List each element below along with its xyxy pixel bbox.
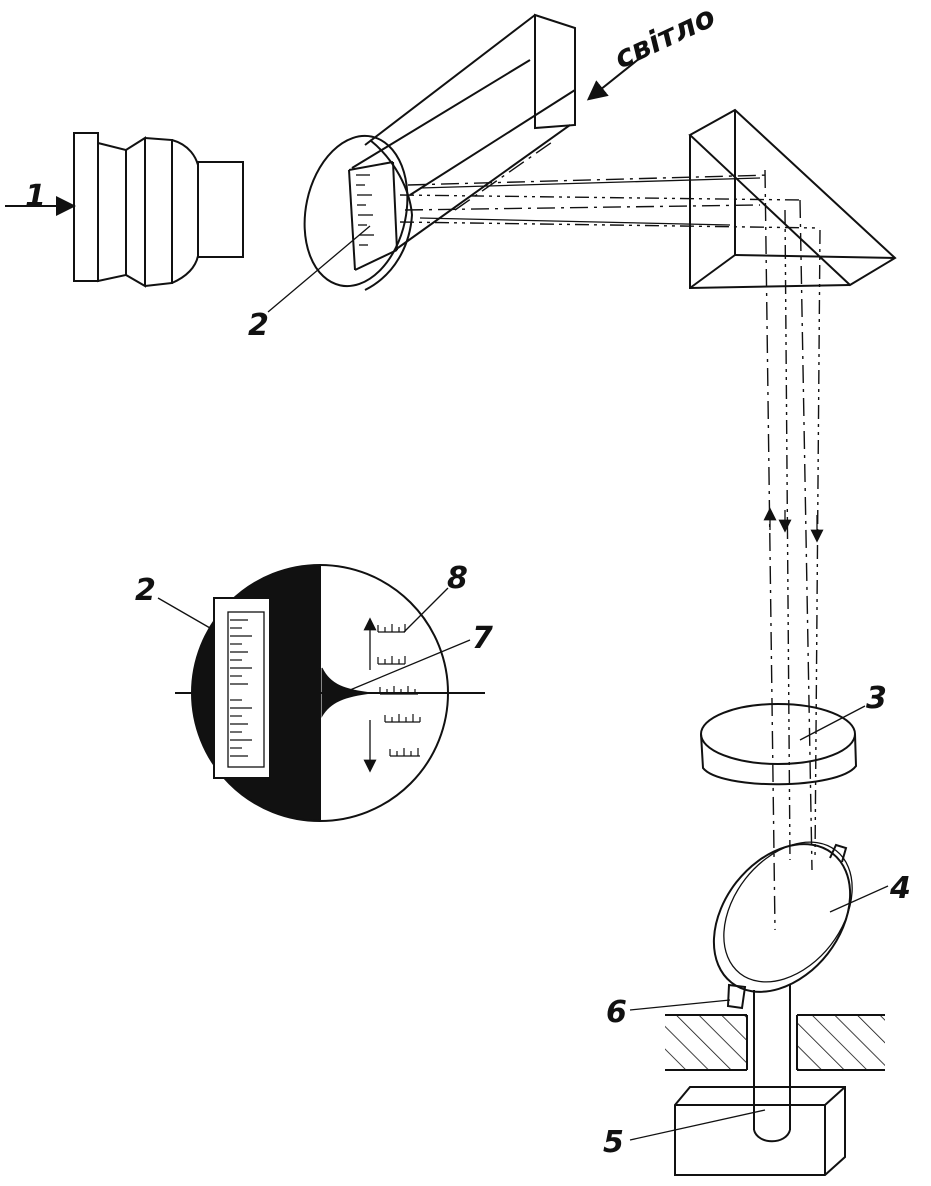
leader-lines: [157, 225, 889, 1141]
base-plate: [674, 1086, 846, 1176]
scale-lens: [303, 134, 414, 291]
horizontal-beams: [399, 174, 821, 229]
label-3: 3: [866, 681, 887, 716]
scale-ticks-right: [377, 624, 421, 757]
vertical-beams: [763, 169, 824, 931]
tilting-mirror: [712, 841, 853, 1010]
eyepiece: [5, 132, 244, 288]
scale-ticks-left: [230, 619, 252, 757]
prism: [688, 108, 897, 290]
label-6: 6: [606, 995, 627, 1030]
lens-scale-ticks: [356, 174, 374, 246]
label-8: 8: [447, 561, 468, 596]
label-1: 1: [25, 179, 46, 214]
light-input: світло: [586, 0, 721, 101]
label-4: 4: [889, 871, 911, 906]
hatched-support: [665, 1014, 885, 1071]
labels: 1 2 2 8 7 3 4 6 5: [25, 179, 911, 1160]
field-of-view: [175, 564, 485, 822]
spindle: [753, 985, 791, 1143]
light-tube: [351, 13, 576, 251]
label-2-inset: 2: [135, 573, 156, 608]
objective-lens: [700, 703, 858, 786]
light-label: світло: [609, 0, 721, 76]
label-2-lens: 2: [248, 308, 269, 343]
label-7: 7: [472, 621, 493, 656]
label-5: 5: [603, 1125, 624, 1160]
